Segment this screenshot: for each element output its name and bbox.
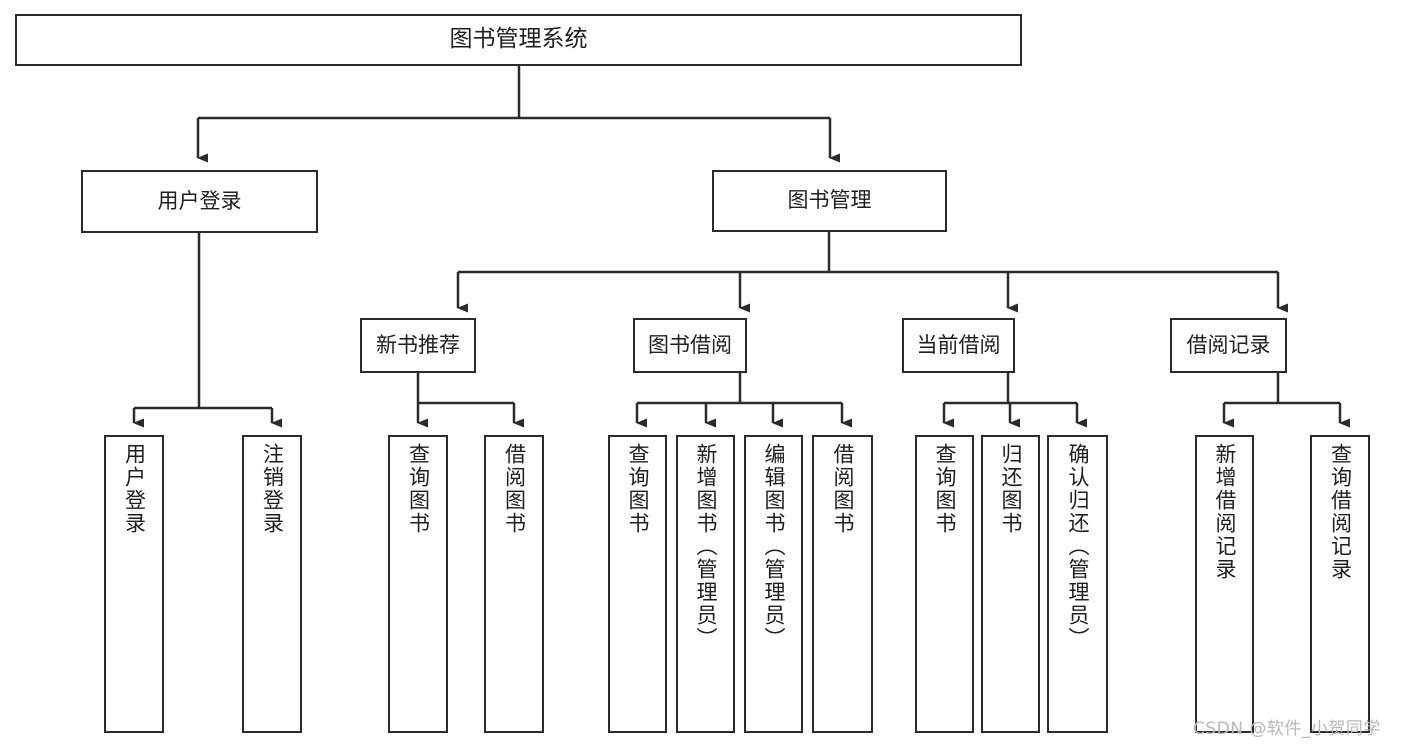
node-borrow-record-label: 借阅记录 <box>1186 332 1271 357</box>
node-borrow-record[interactable]: 借阅记录 <box>1170 318 1287 373</box>
node-book-borrow-label: 图书借阅 <box>648 332 732 357</box>
node-leaf-logout[interactable]: 注销登录 <box>242 435 302 733</box>
node-book-borrow[interactable]: 图书借阅 <box>633 318 747 373</box>
node-leaf-confirm-return-label: 确认归还（管理员） <box>1066 443 1090 650</box>
node-user-login-label: 用户登录 <box>157 188 242 213</box>
node-root[interactable]: 图书管理系统 <box>15 14 1022 66</box>
node-book-manage[interactable]: 图书管理 <box>712 170 947 232</box>
node-leaf-add-book-label: 新增图书（管理员） <box>694 443 718 650</box>
node-leaf-add-record-label: 新增借阅记录 <box>1213 443 1237 581</box>
node-book-manage-label: 图书管理 <box>787 188 872 213</box>
node-leaf-query-book-1-label: 查询图书 <box>406 443 431 535</box>
node-new-book-recommend[interactable]: 新书推荐 <box>360 318 476 373</box>
node-leaf-query-book-3[interactable]: 查询图书 <box>915 435 974 733</box>
node-leaf-query-record-label: 查询借阅记录 <box>1328 443 1353 581</box>
node-leaf-borrow-book-2-label: 借阅图书 <box>831 443 855 535</box>
node-leaf-return-book-label: 归还图书 <box>999 443 1023 535</box>
node-leaf-user-login-label: 用户登录 <box>122 443 147 535</box>
node-leaf-edit-book[interactable]: 编辑图书（管理员） <box>744 435 803 733</box>
node-leaf-return-book[interactable]: 归还图书 <box>981 435 1040 733</box>
node-new-book-recommend-label: 新书推荐 <box>376 332 460 357</box>
node-leaf-query-book-3-label: 查询图书 <box>933 443 957 535</box>
node-leaf-user-login[interactable]: 用户登录 <box>104 435 164 733</box>
node-leaf-query-book-1[interactable]: 查询图书 <box>388 435 448 733</box>
node-leaf-logout-label: 注销登录 <box>260 443 285 535</box>
node-leaf-borrow-book-2[interactable]: 借阅图书 <box>812 435 873 733</box>
node-leaf-query-book-2[interactable]: 查询图书 <box>608 435 667 733</box>
node-current-borrow-label: 当前借阅 <box>916 332 1001 357</box>
node-leaf-query-book-2-label: 查询图书 <box>626 443 650 535</box>
node-leaf-borrow-book-1[interactable]: 借阅图书 <box>484 435 544 733</box>
node-leaf-borrow-book-1-label: 借阅图书 <box>502 443 527 535</box>
node-leaf-confirm-return[interactable]: 确认归还（管理员） <box>1047 435 1108 733</box>
csdn-watermark: CSDN @软件_小贺同学 <box>1193 719 1381 739</box>
node-leaf-add-book[interactable]: 新增图书（管理员） <box>676 435 735 733</box>
node-root-label: 图书管理系统 <box>449 26 588 53</box>
node-leaf-add-record[interactable]: 新增借阅记录 <box>1195 435 1254 733</box>
node-leaf-edit-book-label: 编辑图书（管理员） <box>762 443 786 650</box>
node-current-borrow[interactable]: 当前借阅 <box>902 318 1015 373</box>
node-leaf-query-record[interactable]: 查询借阅记录 <box>1310 435 1370 733</box>
node-user-login[interactable]: 用户登录 <box>81 170 318 233</box>
